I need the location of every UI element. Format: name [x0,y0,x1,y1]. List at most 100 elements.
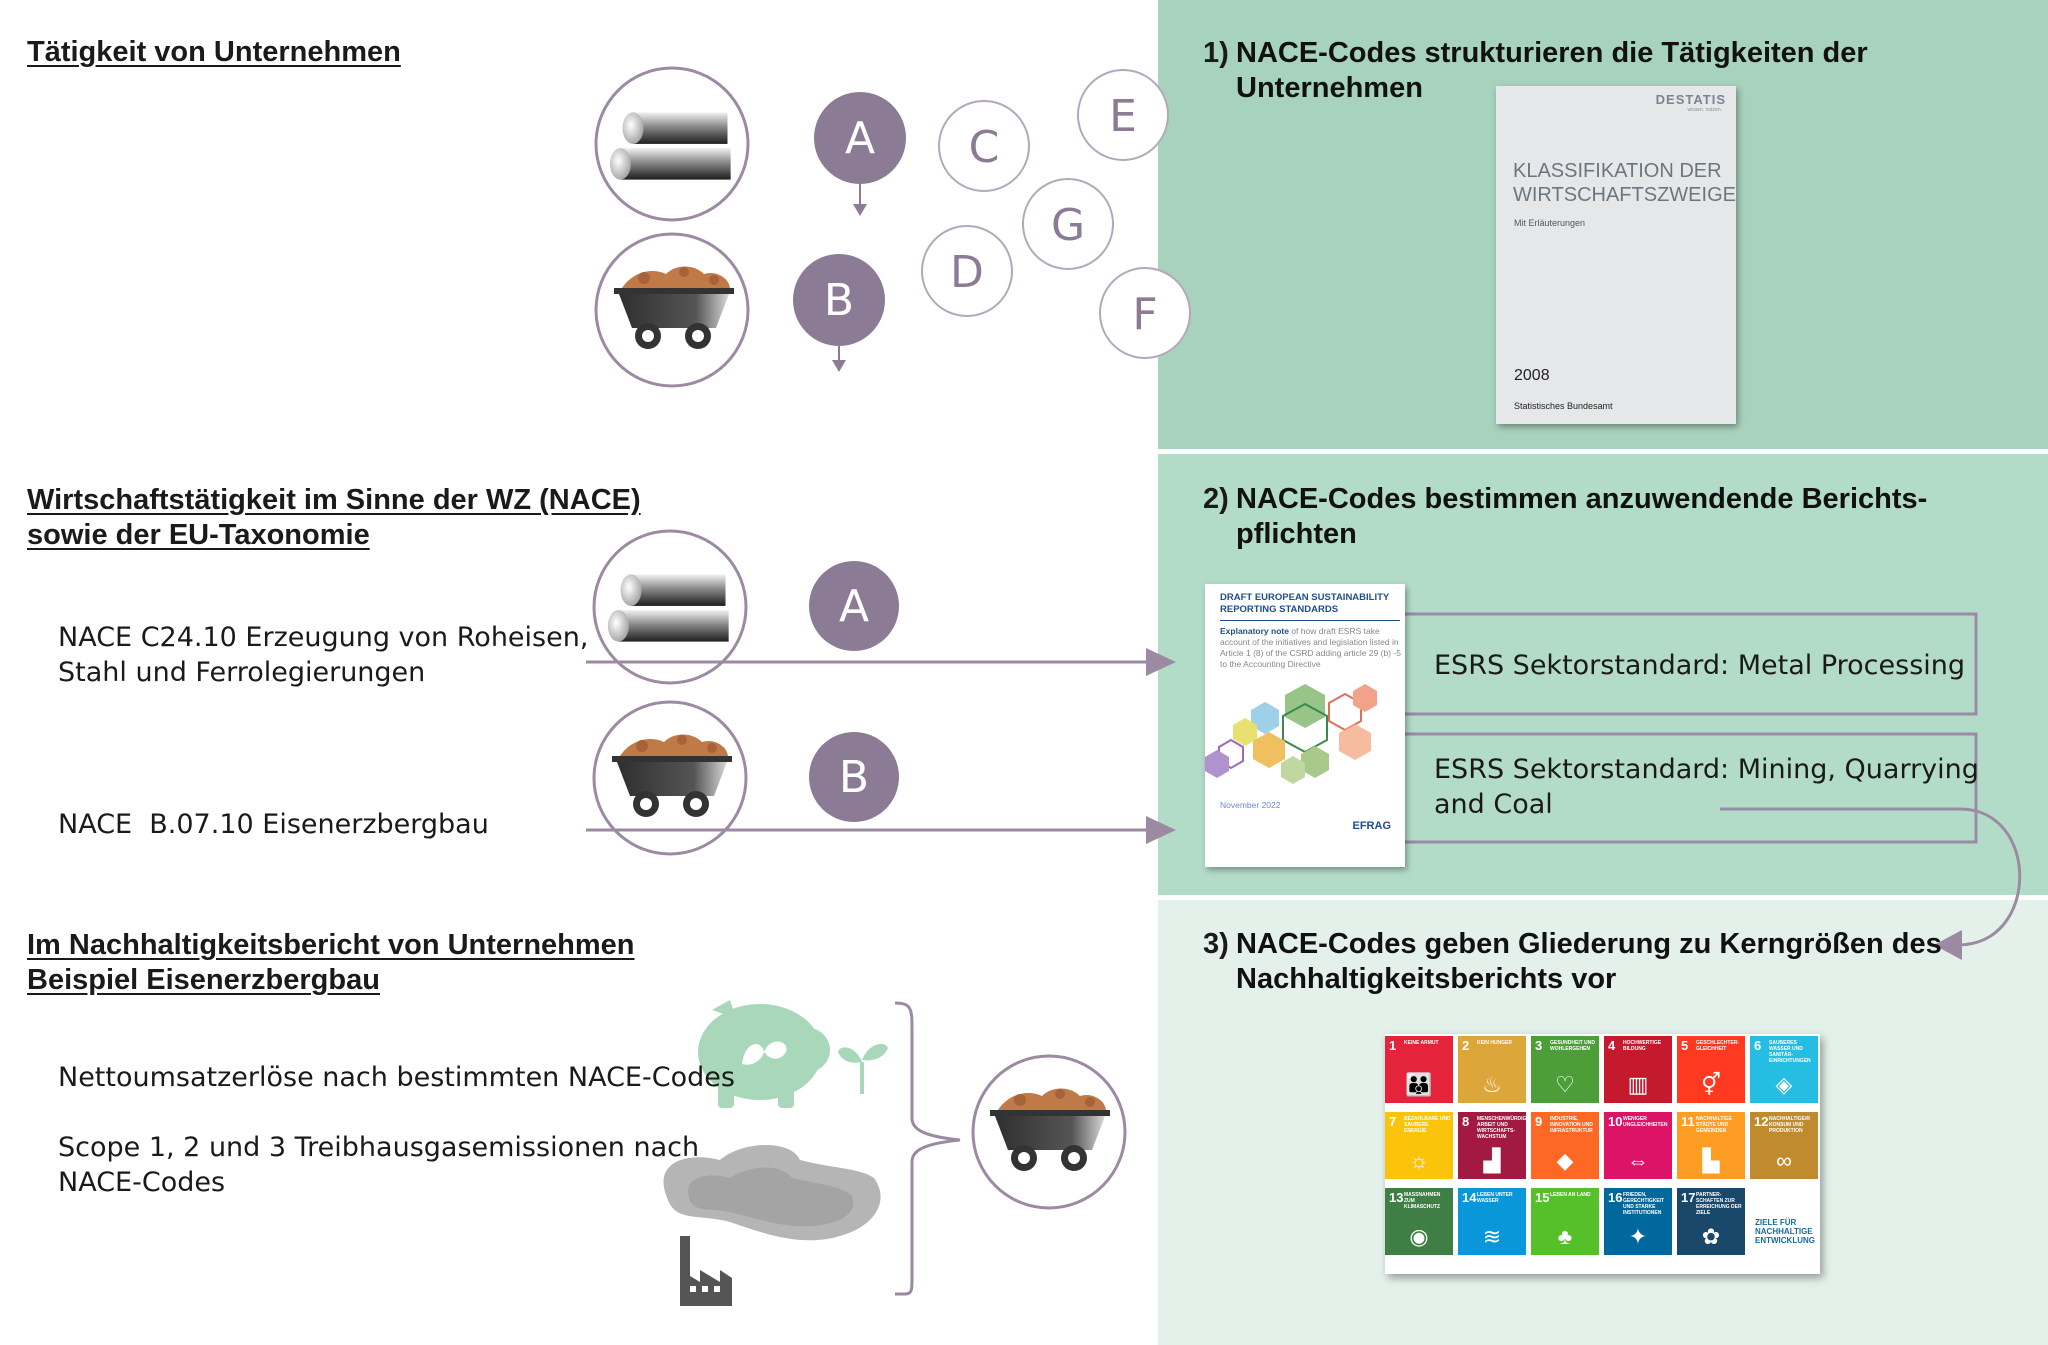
sdg-tile-number: 7 [1389,1114,1397,1129]
sdg-tile-16: 16Frieden, Gerechtigkeit und starke Inst… [1604,1188,1672,1255]
destatis-classification-book: DESTATIS wissen. nutzen. KLASSIFIKATION … [1496,86,1736,424]
efrag-doc-date: November 2022 [1220,800,1281,810]
sdg-tile-title: Nachhaltige/r Konsum und Produktion [1769,1116,1811,1134]
sdg-tile-icon: ♣ [1557,1224,1573,1249]
letter-c-circle [938,100,1030,192]
sdg-tile-title: Weniger Ungleichheiten [1623,1116,1668,1128]
step-2-number: 2) [1203,483,1229,515]
sdg-tile-title: Hochwertige Bildung [1623,1040,1662,1052]
letter-d-circle [921,225,1013,317]
piggy-bank-icon [698,1000,830,1108]
sdg-tile-9: 9 Industrie, Innovation und Infrastruktur… [1531,1112,1599,1179]
sdg-tile-icon: ♡ [1555,1072,1575,1097]
letter-e-circle [1077,69,1169,161]
pipes-circle [594,66,750,222]
sdg-tile-title: Bezahlbare und saubere Energie [1404,1116,1451,1134]
step-3-number: 3) [1203,928,1229,960]
hexagon-graphic [1205,684,1377,784]
sdg-tile-number: 10 [1608,1114,1623,1129]
book-title-line2: WIRTSCHAFTSZWEIGE [1513,184,1736,206]
sdg-tile-15: 15Leben an Land♣ [1531,1188,1599,1255]
sdg-tile-title: Sauberes Wasser und Sanitär-einrichtunge… [1769,1040,1811,1064]
nace-b0710: NACE B.07.10 Eisenerzbergbau [58,809,489,840]
sdg-tile-17: 17Partner-schaften zur Erreichung der Zi… [1677,1188,1745,1255]
heading-company-activity: Tätigkeit von Unternehmen [27,36,401,68]
letter-a-circle [814,92,906,184]
sdg-tile-3: 3 Gesundheit und Wohlergehen ♡ [1531,1036,1599,1103]
arrow-to-key-figures [1720,807,2022,947]
esrs-metal-processing: ESRS Sektorstandard: Metal Processing [1434,650,1966,681]
grouping-brace [894,1001,961,1296]
heading-sustainability-report-1: Im Nachhaltigkeitsbericht von Unternehme… [27,929,635,961]
sdg-tile-title: Partner-schaften zur Erreichung der Ziel… [1696,1192,1742,1216]
sdg-tile-title: Frieden, Gerechtigkeit und starke Instit… [1623,1192,1665,1216]
letter-b-circle [793,254,885,346]
heading-economic-activity-1: Wirtschaftstätigkeit im Sinne der WZ (NA… [27,484,641,516]
sdg-tile-icon: ▥ [1627,1072,1649,1097]
letter-e: E [1109,91,1137,142]
esrs-bracket-metal [1405,612,1978,716]
sdg-tile-title: Industrie, Innovation und Infrastruktur [1550,1116,1593,1134]
sdg-tile-10: 10Weniger Ungleichheiten ⇔ [1604,1112,1672,1179]
sdg-tile-7: 7Bezahlbare und saubere Energie☼ [1385,1112,1453,1179]
sdg-tile-icon: ∞ [1776,1148,1792,1173]
step-1-line2: Unternehmen [1236,72,1423,104]
step-1-number: 1) [1203,37,1229,69]
destatis-logo: DESTATIS [1655,92,1726,107]
sdg-tile-number: 16 [1608,1190,1623,1205]
sdg-tile-title: Kein Hunger [1477,1040,1513,1046]
efrag-draft-esrs-document: DRAFT EUROPEAN SUSTAINABILITY REPORTING … [1205,584,1405,867]
efrag-note-bold: Explanatory note [1220,626,1289,636]
esrs-mining-line1: ESRS Sektorstandard: Mining, Quarrying [1434,754,1979,785]
item-net-revenue: Nettoumsatzerlöse nach bestimmten NACE-C… [58,1062,735,1093]
sdg-tile-number: 8 [1462,1114,1470,1129]
book-title-line1: KLASSIFIKATION DER [1513,160,1722,182]
sdg-tile-number: 11 [1681,1114,1695,1129]
sdg-tile-number: 1 [1389,1038,1397,1053]
sdg-tile-icon: ⇔ [1627,1148,1649,1173]
efrag-logo: EFRAG [1352,820,1392,832]
sdg-tile-icon: ◉ [1409,1224,1429,1249]
sdg-tile-icon: ≋ [1482,1224,1502,1249]
step-1-line1: NACE-Codes strukturieren die Tätigkeiten… [1236,37,1868,69]
letter-b: B [824,275,854,326]
item-ghg-line1: Scope 1, 2 und 3 Treibhausgasemissionen … [58,1132,700,1163]
sdg-tile-8: 8Menschenwürdige Arbeit und Wirtschafts-… [1458,1112,1526,1179]
sdg-tile-4: 4 Hochwertige Bildung ▥ [1604,1036,1672,1103]
sdg-tile-icon: ♨ [1482,1072,1502,1097]
sdg-tile-14: 14Leben unter Wasser≋ [1458,1188,1526,1255]
sdg-tile-number: 4 [1608,1038,1616,1053]
sdg-tile-title: Nachhaltige Städte und Gemeinden [1696,1116,1733,1134]
item-ghg-line2: NACE-Codes [58,1167,226,1198]
sdg-tile-number: 5 [1681,1038,1689,1053]
step-3-line1: NACE-Codes geben Gliederung zu Kerngröße… [1236,928,1942,960]
emissions-cloud-icon [663,1144,881,1241]
letter-g: G [1051,200,1085,251]
sdg-tile-icon: ▙ [1702,1148,1720,1173]
sdg-tile-5: 5Geschlechter-gleichheit⚥ [1677,1036,1745,1103]
sdg-tile-icon: ◈ [1775,1072,1793,1097]
destatis-tagline: wissen. nutzen. [1687,107,1722,113]
sdg-goals-label: ZIELE FÜR NACHHALTIGE ENTWICKLUNG [1755,1218,1815,1245]
nace-c2410-line1: NACE C24.10 Erzeugung von Roheisen, [58,622,589,653]
sdg-tile-11: 11Nachhaltige Städte und Gemeinden ▙ [1677,1112,1745,1179]
letter-c: C [969,122,1000,173]
book-year: 2008 [1514,367,1550,384]
efrag-doc-divider [1220,620,1400,621]
sdg-tile-title: Gesundheit und Wohlergehen [1550,1040,1596,1052]
step-2-line2: pflichten [1236,518,1357,550]
sdg-tile-title: Keine Armut [1404,1040,1439,1046]
esrs-bracket-mining [1405,732,1978,844]
sdg-tile-number: 15 [1535,1190,1550,1205]
sdg-tile-title: Massnahmen zum Klimaschutz [1404,1192,1441,1210]
esrs-mining-line2: and Coal [1434,789,1553,820]
sdg-tile-title: Geschlechter-gleichheit [1696,1040,1740,1052]
sdg-tile-icon: ✿ [1701,1224,1721,1249]
sdg-tile-2: 2Kein Hunger♨ [1458,1036,1526,1103]
heading-sustainability-report-2: Beispiel Eisenerzbergbau [27,964,380,996]
efrag-doc-title: DRAFT EUROPEAN SUSTAINABILITY REPORTING … [1220,592,1390,615]
sdg-tile-title: Leben unter Wasser [1477,1192,1513,1204]
sdg-tile-number: 9 [1535,1114,1543,1129]
sdg-tile-number: 3 [1535,1038,1543,1053]
